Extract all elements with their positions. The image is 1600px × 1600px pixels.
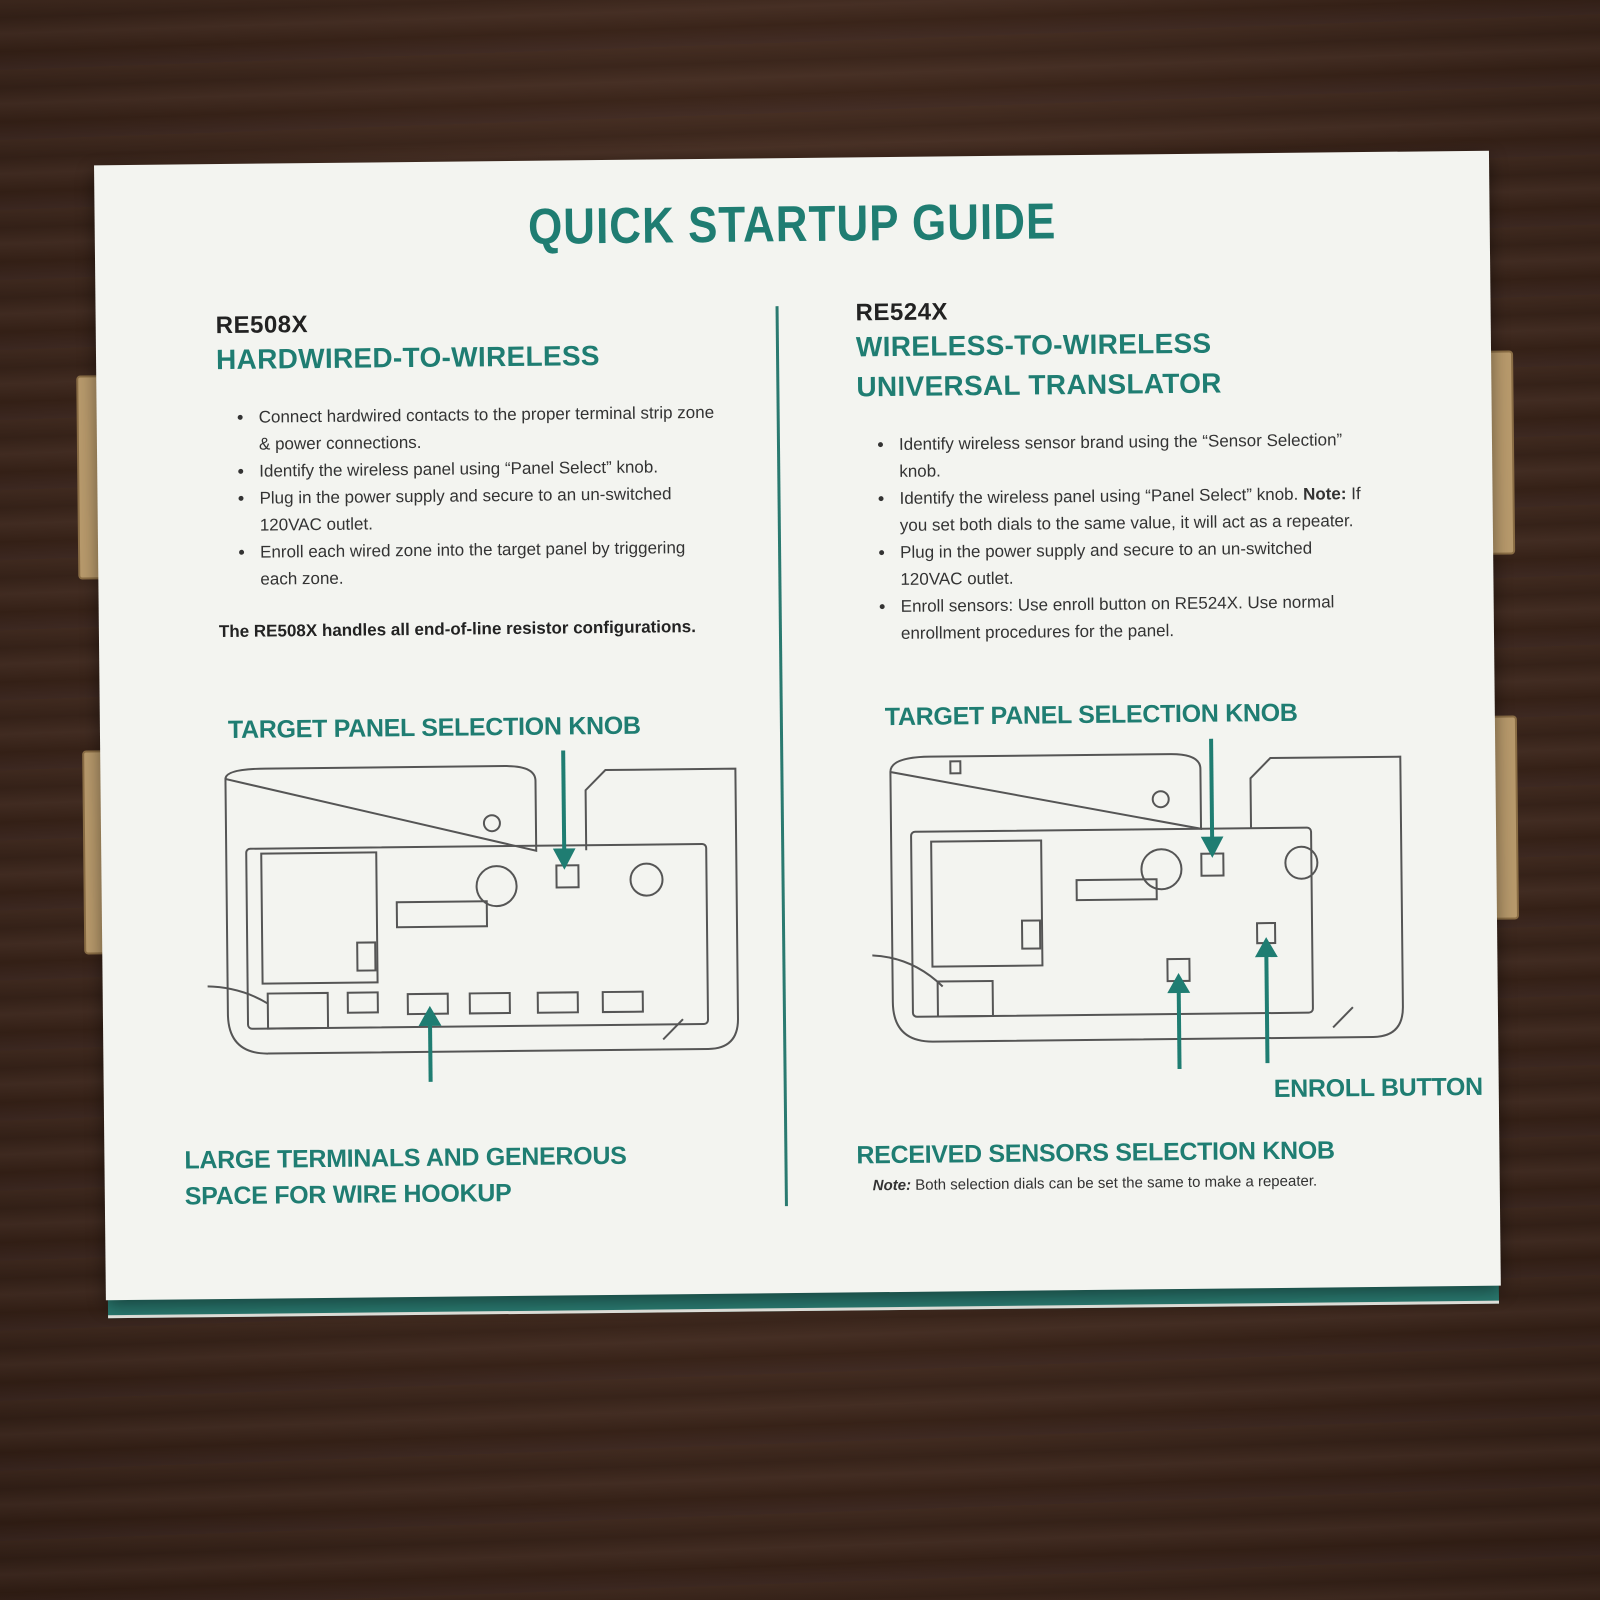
re524x-footer-note-label: Note: [872, 1176, 912, 1195]
re524x-sensors-callout: RECEIVED SENSORS SELECTION KNOB [856, 1136, 1335, 1170]
re524x-board-diagram [870, 738, 1404, 1073]
re508x-terminals-callout-line1: LARGE TERMINALS AND GENEROUS [184, 1141, 627, 1175]
re524x-knob-callout: TARGET PANEL SELECTION KNOB [884, 698, 1298, 732]
re508x-steps: Connect hardwired contacts to the proper… [217, 399, 717, 593]
re524x-step: Enroll sensors: Use enroll button on RE5… [897, 588, 1378, 647]
re508x-section: RE508X HARDWIRED-TO-WIRELESS Connect har… [216, 306, 759, 593]
re524x-step: Identify the wireless panel using “Panel… [895, 480, 1376, 539]
column-divider [775, 306, 788, 1207]
re524x-step: Identify wireless sensor brand using the… [895, 426, 1376, 485]
re508x-step: Enroll each wired zone into the target p… [256, 534, 717, 593]
re508x-knob-callout: TARGET PANEL SELECTION KNOB [227, 711, 641, 744]
re524x-note-label: Note: [1302, 484, 1347, 504]
re524x-steps: Identify wireless sensor brand using the… [857, 426, 1377, 647]
re508x-summary: The RE508X handles all end-of-line resis… [218, 617, 697, 642]
re508x-subtitle: HARDWIRED-TO-WIRELESS [215, 340, 600, 376]
re524x-step: Plug in the power supply and secure to a… [896, 534, 1377, 593]
re524x-subtitle-line2: UNIVERSAL TRANSLATOR [856, 367, 1222, 403]
re508x-step: Connect hardwired contacts to the proper… [255, 399, 716, 458]
re508x-board-diagram [205, 750, 739, 1085]
re508x-terminals-callout-line2: SPACE FOR WIRE HOOKUP [184, 1179, 512, 1211]
re524x-subtitle-line1: WIRELESS-TO-WIRELESS [855, 327, 1212, 363]
guide-title: QUICK STARTUP GUIDE [527, 193, 1057, 256]
re524x-section: RE524X WIRELESS-TO-WIRELESS UNIVERSAL TR… [855, 293, 1459, 647]
product-box: QUICK STARTUP GUIDE RE508X HARDWIRED-TO-… [76, 150, 1519, 1319]
re524x-enroll-callout: ENROLL BUTTON [1273, 1072, 1483, 1104]
re524x-footer-note: Note: Both selection dials can be set th… [873, 1173, 1318, 1195]
re524x-footer-note-text: Both selection dials can be set the same… [910, 1172, 1318, 1194]
re508x-step: Plug in the power supply and secure to a… [255, 480, 716, 539]
guide-card: QUICK STARTUP GUIDE RE508X HARDWIRED-TO-… [94, 150, 1501, 1301]
re524x-step-text: Identify the wireless panel using “Panel… [899, 484, 1299, 508]
